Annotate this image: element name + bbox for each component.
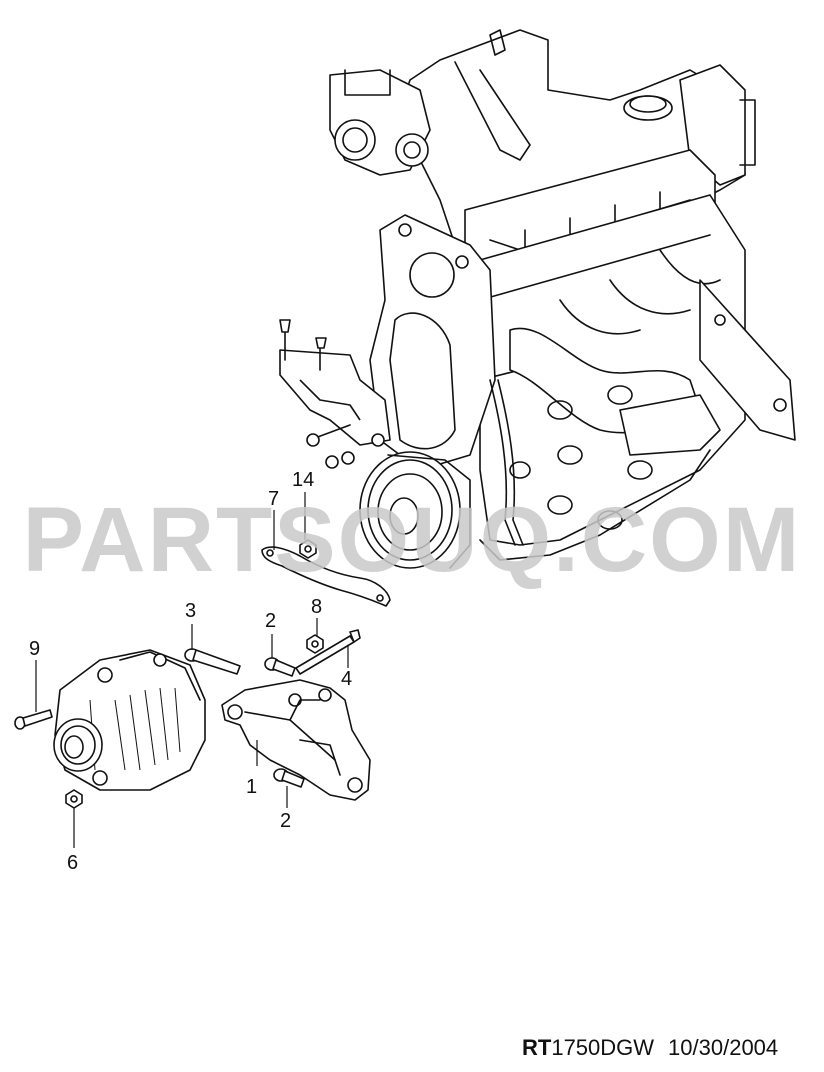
callout-2-lower: 2 [280, 810, 292, 832]
part-6-nut [65, 789, 83, 809]
leader-lines [35, 492, 349, 848]
alternator [53, 649, 206, 791]
part-2-bolt-lower [273, 768, 305, 788]
callout-8: 8 [311, 596, 323, 618]
part-14-nut [299, 539, 317, 559]
callout-3: 3 [185, 600, 197, 622]
callout-6: 6 [67, 852, 79, 874]
drawing-code: 1750DGW [551, 1035, 655, 1060]
engine-assembly [279, 29, 796, 569]
callout-14: 14 [292, 469, 315, 491]
callout-7: 7 [268, 488, 280, 510]
callout-1: 1 [246, 776, 258, 798]
part-2-bolt-upper [264, 657, 296, 677]
part-3-bolt [184, 648, 241, 675]
part-7-adjusting-bracket [261, 546, 391, 607]
drawing-reference: RT1750DGW 10/30/2004 [522, 1035, 778, 1061]
callout-9: 9 [29, 638, 41, 660]
part-9-bolt [14, 709, 53, 730]
callout-4: 4 [341, 668, 353, 690]
part-1-alternator-bracket [221, 679, 371, 801]
callout-2-upper: 2 [265, 610, 277, 632]
part-8-nut [306, 634, 324, 654]
drawing-code-prefix: RT [522, 1035, 552, 1060]
drawing-date: 10/30/2004 [668, 1035, 779, 1060]
part-4-stud [295, 629, 361, 675]
